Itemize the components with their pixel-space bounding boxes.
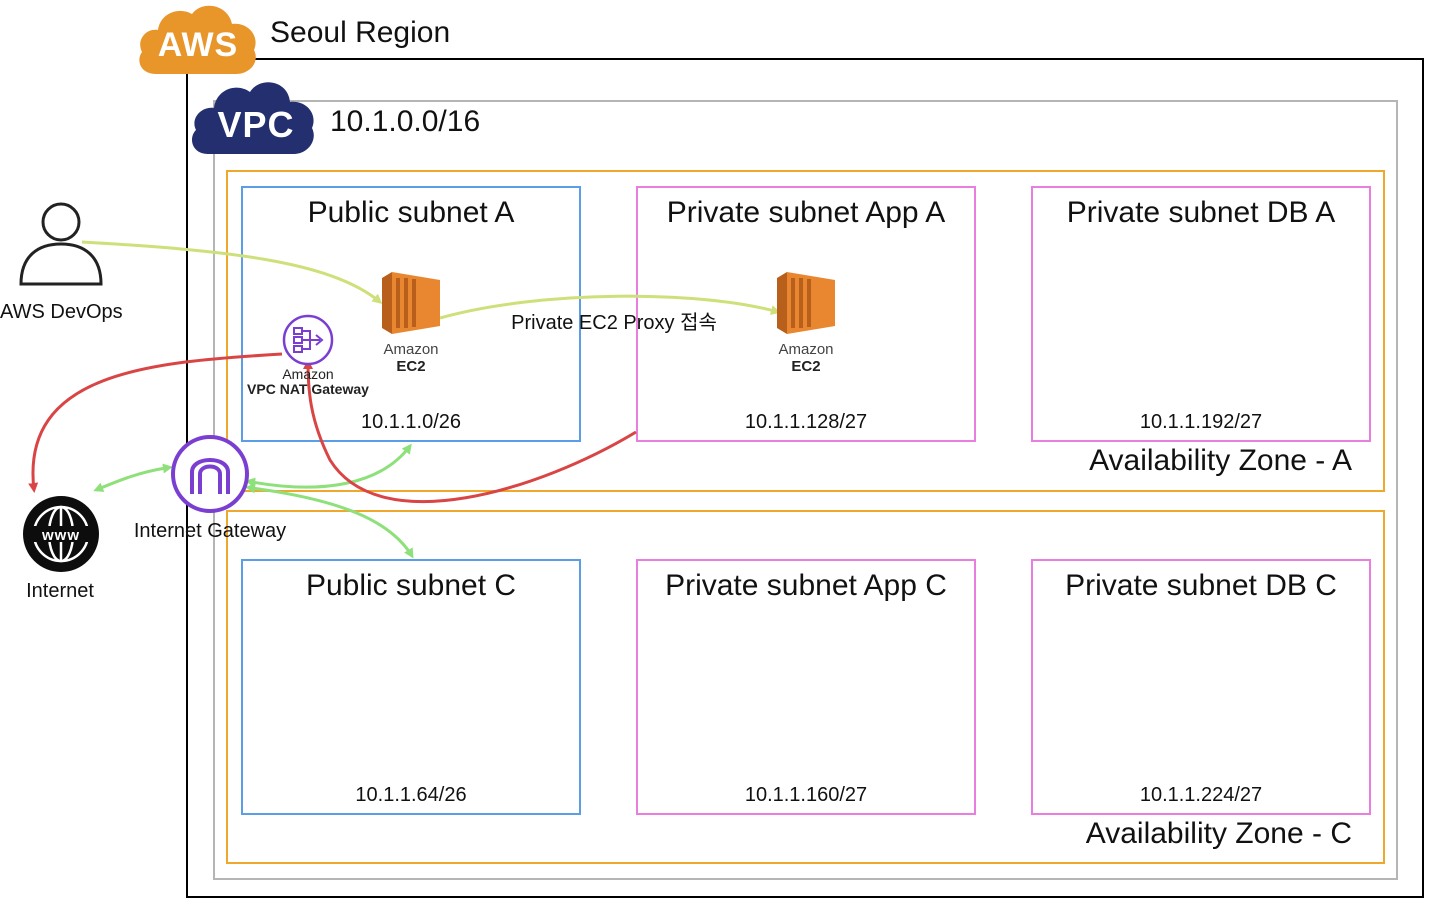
nat-gateway-label: Amazon VPC NAT Gateway bbox=[240, 367, 376, 397]
subnet-title: Public subnet A bbox=[307, 196, 515, 229]
availability-zone-c bbox=[226, 510, 1385, 864]
vpc-cidr: 10.1.0.0/16 bbox=[330, 105, 481, 138]
public-subnet-c: Public subnet C 10.1.1.64/26 bbox=[241, 559, 581, 815]
ec2-icon-private bbox=[777, 272, 835, 334]
nat-gateway-label-line1: Amazon bbox=[282, 366, 334, 382]
arrow-igw-internet bbox=[93, 463, 173, 492]
ec2-private-label-line2: EC2 bbox=[791, 358, 821, 375]
arrow-igw-public-subnet-a bbox=[245, 443, 412, 489]
subnet-cidr: 10.1.1.64/26 bbox=[355, 784, 467, 806]
subnet-cidr: 10.1.1.128/27 bbox=[744, 411, 868, 433]
region-label: Seoul Region bbox=[270, 16, 451, 49]
vpc-logo-text: VPC bbox=[217, 104, 295, 145]
internet-label: Internet bbox=[26, 580, 94, 602]
devops-label: AWS DevOps bbox=[0, 301, 123, 323]
private-subnet-db-c: Private subnet DB C 10.1.1.224/27 bbox=[1031, 559, 1371, 815]
availability-zone-c-label: Availability Zone - C bbox=[1085, 817, 1352, 850]
arrow-proxy-to-private-ec2 bbox=[439, 294, 781, 320]
aws-logo-text: AWS bbox=[157, 26, 239, 64]
private-subnet-app-c: Private subnet App C 10.1.1.160/27 bbox=[636, 559, 976, 815]
internet-gateway-label: Internet Gateway bbox=[133, 520, 287, 542]
aws-logo-icon bbox=[139, 5, 256, 74]
public-subnet-a: Public subnet A 10.1.1.0/26 bbox=[241, 186, 581, 442]
proxy-edge-label: Private EC2 Proxy 접속 bbox=[511, 312, 717, 334]
subnet-cidr: 10.1.1.160/27 bbox=[744, 784, 868, 806]
arrow-igw-public-subnet-c bbox=[245, 483, 414, 559]
nat-gateway-icon bbox=[282, 314, 334, 366]
ec2-public-label-line1: Amazon bbox=[383, 341, 439, 358]
subnet-cidr: 10.1.1.224/27 bbox=[1139, 784, 1263, 806]
globe-icon bbox=[23, 496, 99, 572]
user-icon bbox=[19, 202, 103, 286]
vpc-logo-icon bbox=[192, 82, 314, 154]
subnet-cidr: 10.1.1.192/27 bbox=[1139, 411, 1263, 433]
ec2-public-label-line2: EC2 bbox=[396, 358, 426, 375]
arrow-private-app-to-nat bbox=[303, 359, 637, 503]
arrow-nat-to-internet bbox=[28, 352, 283, 493]
subnet-title: Private subnet DB C bbox=[1065, 569, 1337, 602]
subnet-title: Private subnet App C bbox=[665, 569, 947, 602]
availability-zone-a bbox=[226, 170, 1385, 492]
subnet-title: Private subnet DB A bbox=[1066, 196, 1336, 229]
private-subnet-app-a: Private subnet App A 10.1.1.128/27 bbox=[636, 186, 976, 442]
ec2-private-label-line1: Amazon bbox=[778, 341, 834, 358]
nat-gateway-label-line2: VPC NAT Gateway bbox=[247, 381, 369, 397]
subnet-cidr: 10.1.1.0/26 bbox=[360, 411, 462, 433]
globe-icon-text: www bbox=[41, 527, 80, 544]
availability-zone-a-label: Availability Zone - A bbox=[1089, 444, 1352, 477]
arrow-devops-to-public-ec2 bbox=[81, 240, 383, 304]
internet-gateway-icon bbox=[171, 435, 249, 513]
subnet-title: Private subnet App A bbox=[666, 196, 946, 229]
subnet-title: Public subnet C bbox=[305, 569, 517, 602]
private-subnet-db-a: Private subnet DB A 10.1.1.192/27 bbox=[1031, 186, 1371, 442]
ec2-icon-public bbox=[382, 272, 440, 334]
